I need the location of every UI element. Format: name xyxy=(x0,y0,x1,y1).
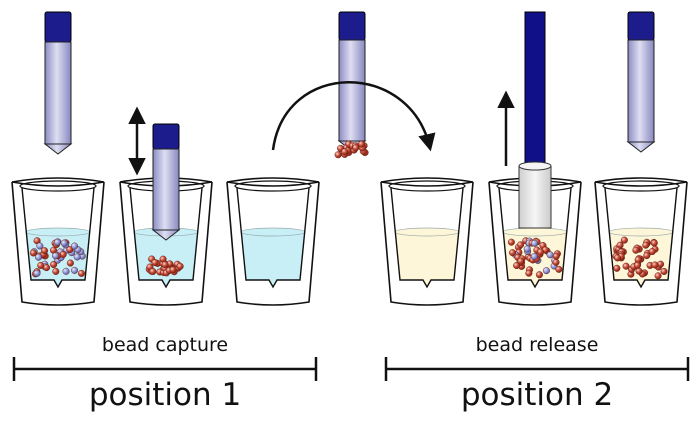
bead xyxy=(643,252,651,260)
bead xyxy=(151,259,159,267)
magnetic-rod-2 xyxy=(151,123,181,241)
bead xyxy=(161,261,169,269)
cup-4 xyxy=(380,177,474,306)
magnetic-rod-1 xyxy=(43,11,73,155)
bead xyxy=(613,254,621,262)
bead xyxy=(536,248,544,256)
bead xyxy=(648,248,656,256)
bead xyxy=(517,241,525,249)
bead xyxy=(53,238,61,246)
bead xyxy=(530,253,538,261)
bead xyxy=(37,261,45,269)
bead xyxy=(176,262,184,270)
bead xyxy=(654,272,662,280)
cup-2 xyxy=(119,177,213,306)
bead xyxy=(620,236,628,244)
bead xyxy=(517,257,525,265)
bead xyxy=(33,269,41,277)
bracket-position-1 xyxy=(12,357,318,381)
plastic-sleeve xyxy=(518,161,552,229)
bead xyxy=(52,252,60,260)
bead xyxy=(71,242,79,250)
bead xyxy=(36,242,44,250)
curved-arrow-icon xyxy=(271,81,436,152)
magnetic-rod-5 xyxy=(626,11,656,153)
bead xyxy=(616,241,624,249)
bead xyxy=(513,262,521,270)
group-2-title: position 2 xyxy=(460,377,614,413)
bead xyxy=(651,261,659,269)
bead xyxy=(552,252,560,260)
cup-6 xyxy=(594,177,688,306)
bead xyxy=(531,239,539,247)
bead xyxy=(546,251,554,259)
bead xyxy=(52,267,60,275)
bead xyxy=(509,249,517,257)
bead xyxy=(633,261,641,269)
bead xyxy=(542,267,550,275)
cup-1 xyxy=(11,177,105,306)
bead xyxy=(650,239,658,247)
bead xyxy=(523,245,531,253)
bead xyxy=(60,239,68,247)
bracket-position-2 xyxy=(384,357,690,381)
bead xyxy=(341,148,349,156)
bead xyxy=(507,238,515,246)
cup-3 xyxy=(226,177,320,306)
bead xyxy=(29,249,37,257)
bead xyxy=(77,269,85,277)
bead xyxy=(149,267,157,275)
bead xyxy=(552,258,560,266)
bead xyxy=(613,264,621,272)
bead xyxy=(66,259,74,267)
bead xyxy=(555,265,563,273)
magnetic-rod-3-with-beads xyxy=(334,11,369,159)
bead xyxy=(535,271,543,279)
bead xyxy=(642,241,650,249)
cup-5 xyxy=(488,177,582,306)
bead xyxy=(73,253,81,261)
bead xyxy=(50,261,58,269)
bead xyxy=(358,140,366,148)
bead xyxy=(635,267,643,275)
group-1-subtitle: bead capture xyxy=(101,334,229,356)
bead xyxy=(632,246,640,254)
bead xyxy=(660,267,668,275)
bead xyxy=(62,267,70,275)
group-2-subtitle: bead release xyxy=(475,334,599,356)
bead xyxy=(41,247,49,255)
bead xyxy=(525,269,533,277)
bead xyxy=(622,262,630,270)
bead xyxy=(334,151,342,159)
group-1-title: position 1 xyxy=(88,377,242,413)
magnetic-rod-4-dark xyxy=(524,11,546,167)
bead xyxy=(34,253,42,261)
bead xyxy=(71,266,79,274)
bead xyxy=(169,266,177,274)
bead xyxy=(352,144,360,152)
bead xyxy=(66,246,74,254)
